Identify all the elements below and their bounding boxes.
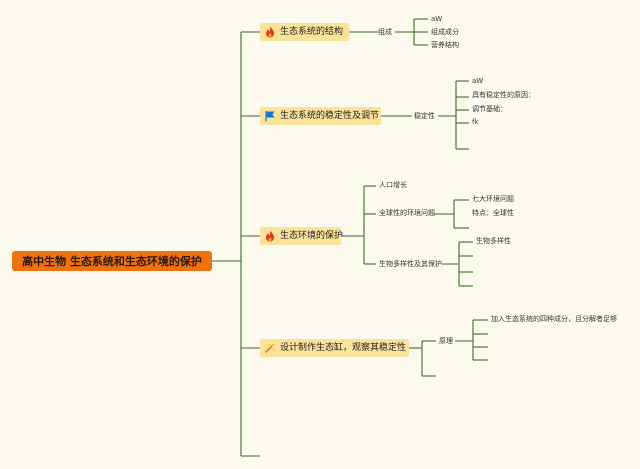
subtopic-stability[interactable]: 稳定性	[414, 112, 435, 120]
root-topic-label: 高中生物 生态系统和生态环境的保护	[22, 254, 202, 268]
topic-label: 生态环境的保护	[280, 230, 344, 241]
topic-ecosphere-design[interactable]: 设计制作生态缸，观察其稳定性	[260, 339, 409, 357]
leaf-item[interactable]: 七大环境问题	[472, 195, 514, 203]
leaf-item[interactable]: fk	[472, 118, 479, 126]
leaf-item[interactable]: 营养结构	[431, 41, 459, 49]
topic-environment-protection[interactable]: 生态环境的保护	[260, 227, 344, 245]
leaf-item[interactable]: 特点：全球性	[472, 209, 514, 217]
subtopic-principle[interactable]: 原理	[439, 337, 453, 345]
flag-icon	[264, 110, 276, 122]
leaf-item[interactable]: aW	[472, 77, 484, 85]
leaf-item[interactable]: 生物多样性	[476, 237, 511, 245]
topic-ecosystem-stability[interactable]: 生态系统的稳定性及调节	[260, 107, 381, 125]
fire-icon	[264, 230, 276, 242]
fire-icon	[264, 26, 276, 38]
leaf-item[interactable]: 加入生态系统的四种成分，且分解者足够	[491, 315, 617, 323]
topic-label: 生态系统的稳定性及调节	[280, 110, 380, 121]
leaf-item[interactable]: 组成成分	[431, 28, 459, 36]
subtopic-composition[interactable]: 组成	[378, 28, 392, 36]
leaf-item[interactable]: 调节基础：	[472, 105, 507, 113]
subtopic-biodiversity-protection[interactable]: 生物多样性及其保护	[379, 260, 442, 268]
leaf-item[interactable]: aW	[431, 15, 443, 23]
subtopic-population-growth[interactable]: 人口增长	[379, 181, 407, 189]
leaf-item[interactable]: 具有稳定性的原因：	[472, 91, 535, 99]
topic-ecosystem-structure[interactable]: 生态系统的结构	[260, 23, 349, 41]
subtopic-global-environment-issues[interactable]: 全球性的环境问题	[379, 209, 435, 217]
topic-label: 生态系统的结构	[280, 26, 344, 37]
wand-icon	[264, 342, 276, 354]
root-topic[interactable]: 高中生物 生态系统和生态环境的保护	[12, 251, 212, 271]
topic-label: 设计制作生态缸，观察其稳定性	[280, 342, 407, 353]
